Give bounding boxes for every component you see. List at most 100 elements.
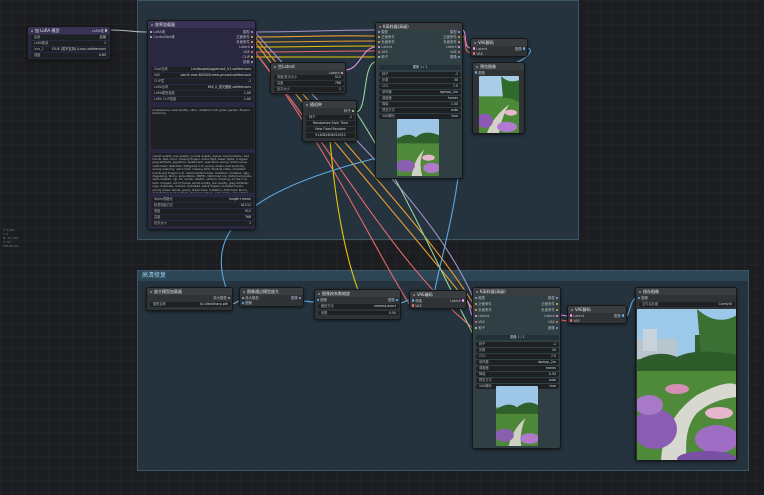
vd1-output-image[interactable]: 图像 (515, 47, 525, 51)
loader-input-controlnet[interactable]: ControlNet堆 (150, 35, 175, 39)
loader-output-deps[interactable]: 依赖 (243, 60, 253, 64)
ks1-input-seed[interactable]: 种子 (378, 55, 388, 59)
ks2-output-image[interactable]: 图像 (548, 326, 558, 330)
ks2-output-negative[interactable]: 负面条件 (541, 308, 558, 312)
ks2-input-latent[interactable]: Latent (475, 314, 489, 318)
loader-output-vae[interactable]: VAE (243, 50, 253, 54)
positive-prompt-textarea[interactable]: masterpiece, best quality, ultra - detai… (151, 107, 254, 149)
ve-input-vae[interactable]: VAE (412, 304, 422, 308)
seed-value-widget[interactable]: 种子-1 (306, 115, 355, 120)
lora-enable-widget[interactable]: 启用启用 (31, 35, 109, 40)
scale-input-image[interactable]: 图像 (317, 298, 327, 302)
ks1-input-model[interactable]: 模型 (378, 30, 388, 34)
seed-output[interactable]: 种子 (344, 109, 354, 113)
uwm-output-image[interactable]: 图像 (291, 296, 301, 300)
new-fixed-random-button[interactable]: New Fixed Random (306, 127, 355, 132)
ks2-output-latent[interactable]: Latent (544, 314, 558, 318)
ks1-output-positive[interactable]: 正面条件 (443, 35, 460, 39)
ks1-output-negative[interactable]: 负面条件 (443, 40, 460, 44)
loader-output-positive[interactable]: 正面条件 (236, 35, 253, 39)
loader-output-clip[interactable]: CLIP (243, 55, 253, 59)
uwm-input-model[interactable]: 放大模型 (242, 296, 259, 300)
upscale-with-model-node[interactable]: 图像通过模型放大 放大模型 图像 图像 (239, 287, 304, 307)
ksampler-node-2[interactable]: K采样器(高级) 模型 正面条件 负面条件 Latent VAE 种子 模型 正… (472, 287, 561, 449)
ks2-input-vae[interactable]: VAE (475, 320, 485, 324)
vd2-input-vae[interactable]: VAE (570, 319, 580, 323)
ks2-output-model[interactable]: 模型 (548, 296, 558, 300)
ks2-output-vae[interactable]: VAE (548, 320, 558, 324)
ks1-output-latent[interactable]: Latent (446, 45, 460, 49)
ks2-input-positive[interactable]: 正面条件 (475, 302, 492, 306)
save-input-image[interactable]: 图像 (638, 296, 648, 300)
preview-image-node-1[interactable]: 预览图像 图像 (472, 62, 525, 134)
vd2-input-latent[interactable]: Latent (570, 314, 584, 318)
ks1-output-model[interactable]: 模型 (450, 30, 460, 34)
loader-input-lora[interactable]: LoRA堆 (150, 30, 165, 34)
lora-stack-output[interactable]: LoRA堆 (92, 29, 107, 33)
latent-output[interactable]: Latent (329, 71, 343, 75)
ks1-output-image[interactable]: 图像 (450, 55, 460, 59)
randomize-each-time-button[interactable]: Randomize Each Time (306, 121, 355, 126)
clip-skip-widget[interactable]: CLIP层-1 (151, 79, 254, 84)
ks2-input-seed[interactable]: 种子 (475, 326, 485, 330)
loader-output-model[interactable]: 模型 (243, 30, 253, 34)
vae-encode-node[interactable]: VAE编码 像素 VAE Latent (409, 290, 467, 309)
ks1-input-latent[interactable]: Latent (378, 45, 392, 49)
efficient-loader-node[interactable]: 效率加载器 LoRA堆 ControlNet堆 模型 正面条件 负面条件 Lat… (147, 20, 256, 230)
ks1-input-vae[interactable]: VAE (378, 50, 388, 54)
ks2-output-positive[interactable]: 正面条件 (541, 302, 558, 306)
upscale-loader-output[interactable]: 放大模型 (213, 296, 230, 300)
uwm-input-image[interactable]: 图像 (242, 301, 252, 305)
negative-prompt-textarea[interactable]: (worst quality, low quality, normal qual… (151, 153, 254, 193)
loader-output-latent[interactable]: Latent (239, 45, 253, 49)
ks1-image-counter[interactable]: 图像 1 / 1 (379, 65, 461, 70)
preview-1-input-image[interactable]: 图像 (475, 71, 485, 75)
ks1-input-negative[interactable]: 负面条件 (378, 40, 395, 44)
ve-input-pixels[interactable]: 像素 (412, 299, 422, 303)
ks2-input-negative[interactable]: 负面条件 (475, 308, 492, 312)
seed-node[interactable]: 随机种 种子 种子-1 Randomize Each Time New Fixe… (302, 100, 357, 142)
ks2-seed-widget[interactable]: 种子-1 (476, 342, 559, 347)
ks1-input-positive[interactable]: 正面条件 (378, 35, 395, 39)
vd1-input-latent[interactable]: Latent (473, 47, 487, 51)
vae-decode-node-1[interactable]: VAE解码 Latent VAE 图像 (470, 38, 528, 57)
ve-output-latent[interactable]: Latent (450, 299, 464, 303)
vae-decode-node-2[interactable]: VAE解码 Latent VAE 图像 (567, 305, 627, 324)
loader-output-negative[interactable]: 负面条件 (236, 40, 253, 44)
ks2-image-counter[interactable]: 图像 1 / 1 (476, 335, 559, 340)
